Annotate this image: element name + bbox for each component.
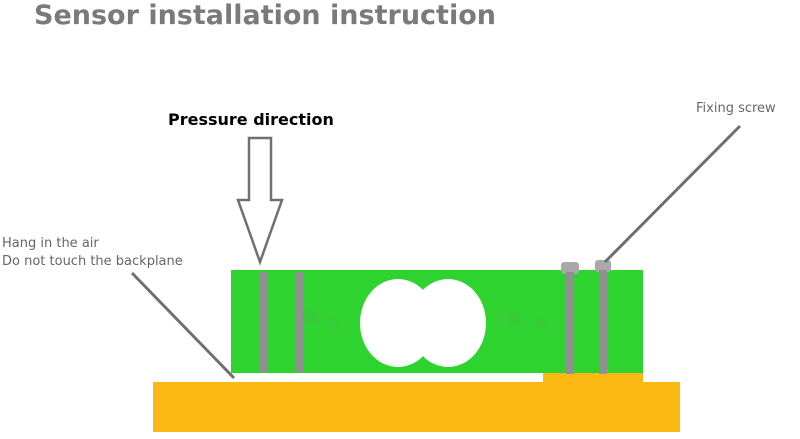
screw-left-1 [259, 272, 267, 372]
fixing-screw-head-1 [561, 262, 579, 274]
base-plate [153, 382, 680, 432]
sensor-texture [300, 310, 547, 328]
pressure-direction-label: Pressure direction [168, 110, 334, 129]
screw-left-2 [295, 272, 303, 372]
hang-callout-line [130, 271, 236, 380]
fixing-callout-line [603, 124, 742, 264]
page-title: Sensor installation instruction [34, 0, 496, 31]
fixing-screw-label: Fixing screw [696, 101, 776, 116]
hang-note-line-2: Do not touch the backplane [2, 254, 183, 269]
fixing-screw-2 [599, 270, 607, 374]
fixing-screw-1 [566, 272, 574, 374]
pressure-arrow [236, 136, 284, 266]
hang-in-air-note: Hang in the air Do not touch the backpla… [2, 235, 183, 271]
fixing-screw-head-2 [595, 260, 611, 272]
hang-note-line-1: Hang in the air [2, 236, 99, 251]
sensor-hole-right [410, 279, 486, 367]
